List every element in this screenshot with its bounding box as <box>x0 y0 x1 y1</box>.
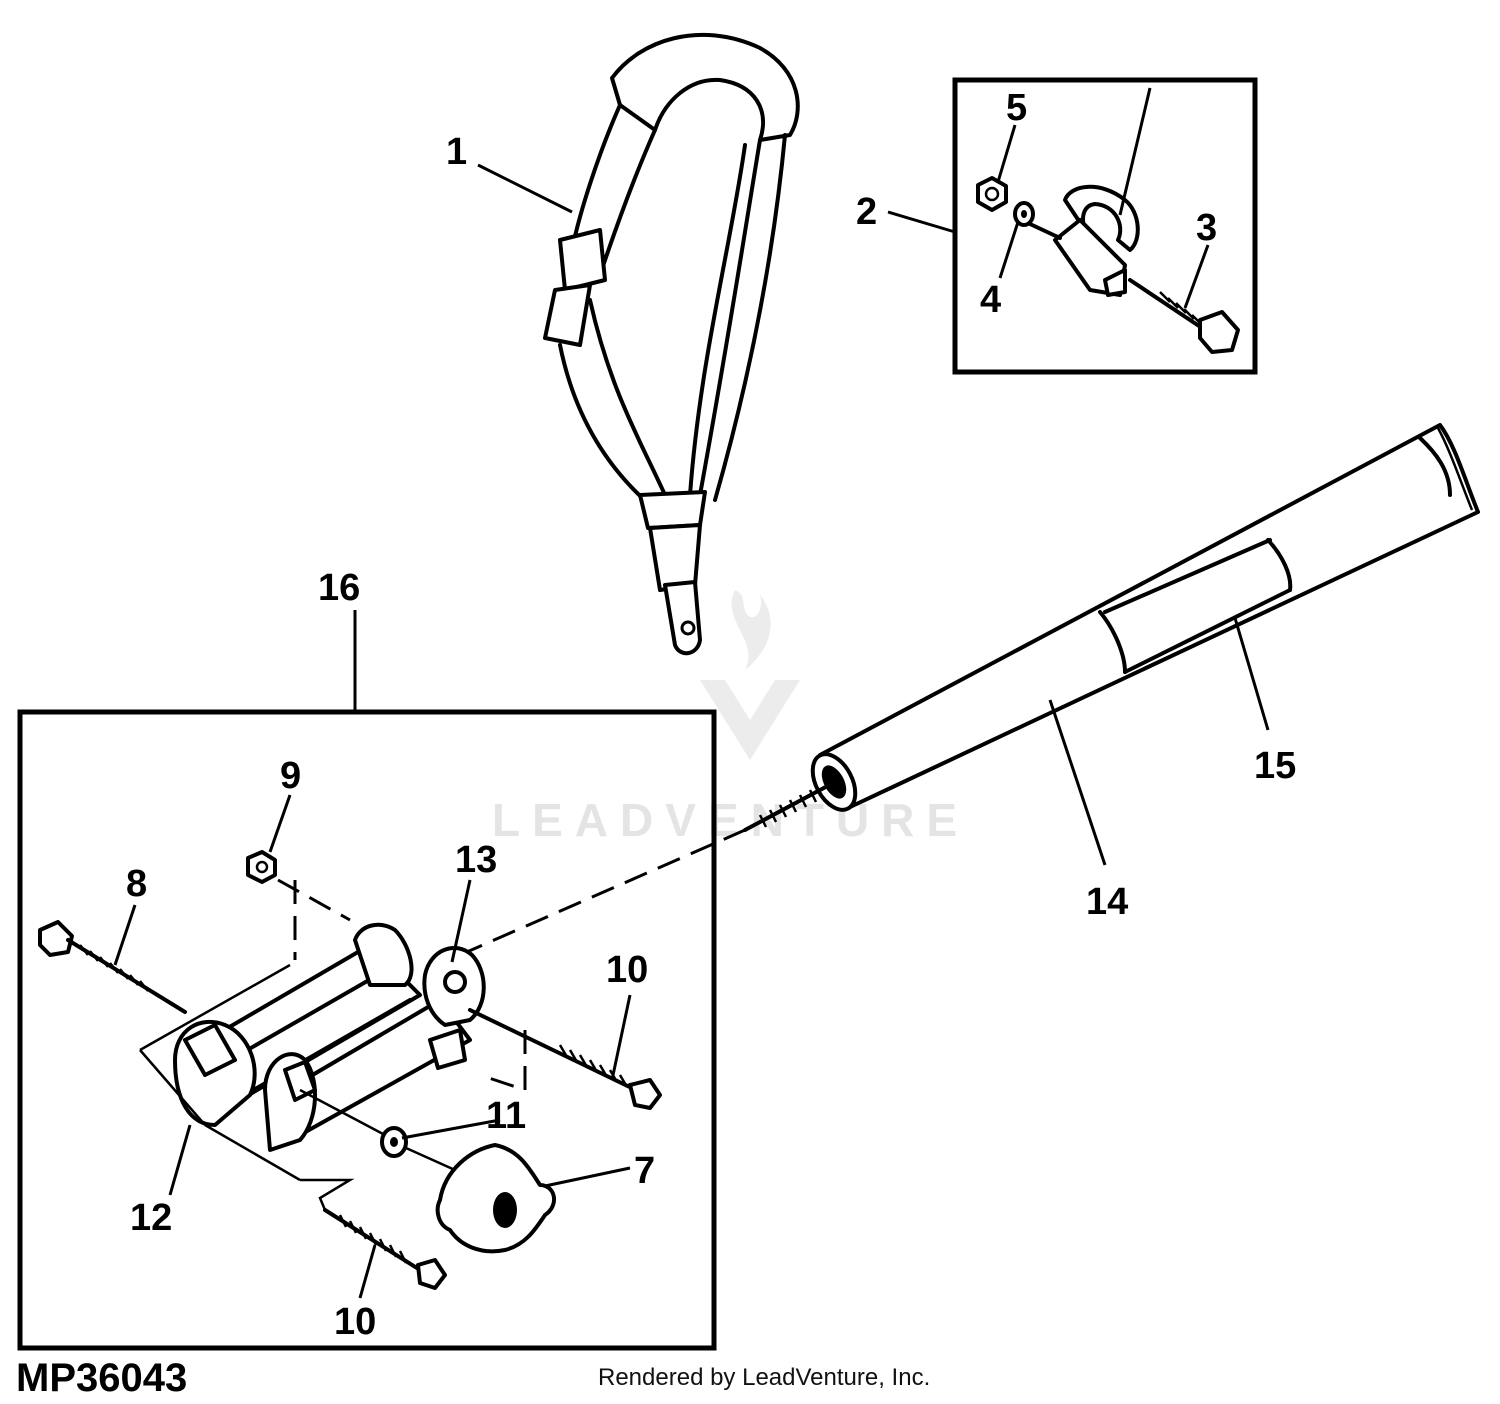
watermark: LEADVENTURE <box>492 590 969 846</box>
render-credit: Rendered by LeadVenture, Inc. <box>598 1364 931 1391</box>
callout-11: 11 <box>486 1095 526 1137</box>
shoulder-strap <box>543 33 800 656</box>
callout-3: 3 <box>1196 207 1217 249</box>
leader-lines <box>113 87 1270 1299</box>
figure-id: MP36043 <box>16 1356 188 1400</box>
callout-labels: 1 2 3 4 5 16 9 8 13 10 11 7 12 10 14 15 <box>126 87 1296 1343</box>
callout-12: 12 <box>130 1197 172 1239</box>
detail-box-handle <box>17 709 717 1351</box>
assembly-axis-line <box>459 828 746 957</box>
callout-8: 8 <box>126 863 147 905</box>
handle-assembly <box>38 850 662 1290</box>
detail-box-hook <box>952 77 1258 375</box>
callout-4: 4 <box>980 279 1001 321</box>
callout-15: 15 <box>1254 745 1296 787</box>
watermark-text: LEADVENTURE <box>492 794 969 846</box>
callout-9: 9 <box>280 755 301 797</box>
hook-assembly <box>976 176 1240 354</box>
callout-13: 13 <box>455 839 497 881</box>
callout-10-lower: 10 <box>334 1301 376 1343</box>
callout-10-upper: 10 <box>606 949 648 991</box>
callout-1: 1 <box>446 131 467 173</box>
callout-7: 7 <box>634 1150 655 1192</box>
shaft-tube <box>743 423 1480 832</box>
callout-5: 5 <box>1006 87 1027 129</box>
callout-2: 2 <box>856 191 877 233</box>
callout-16: 16 <box>318 567 360 609</box>
callout-14: 14 <box>1086 881 1128 923</box>
